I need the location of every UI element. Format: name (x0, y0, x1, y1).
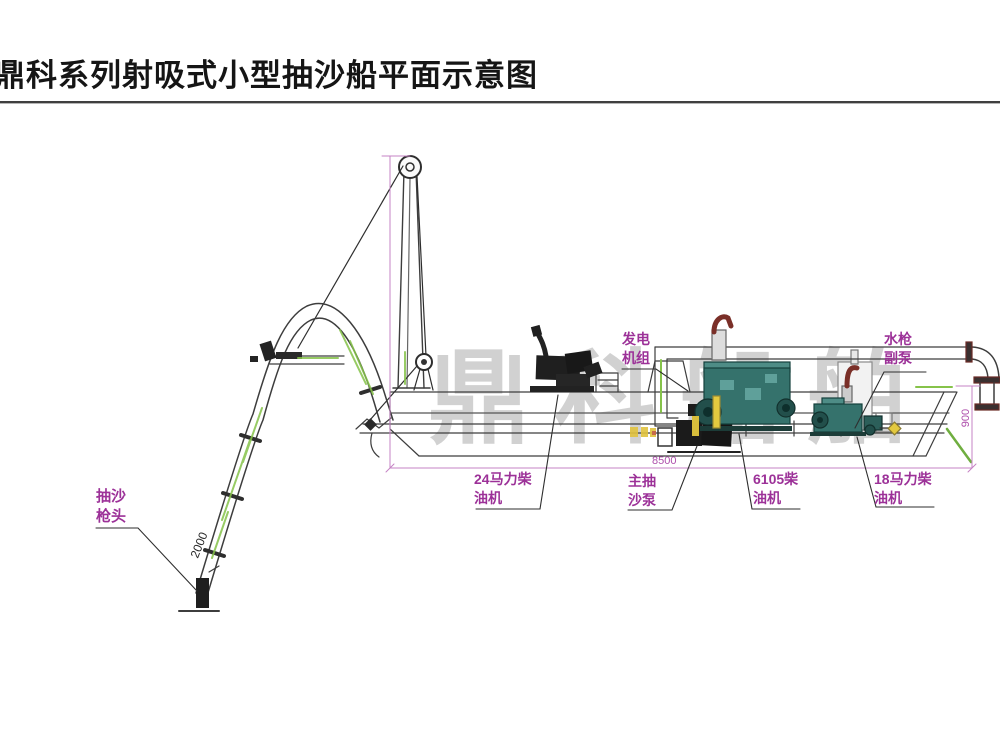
label-main-sand-pump: 主抽 沙泵 (628, 473, 656, 508)
engine-6105 (694, 314, 796, 431)
leader-lines (95, 368, 935, 592)
engine-24hp (530, 324, 603, 392)
label-water-gun-aux-pump: 水枪 副泵 (884, 331, 912, 366)
label-diesel-6105: 6105柴 油机 (753, 471, 799, 506)
suction-boom (178, 302, 406, 612)
mast-derrick (297, 155, 434, 421)
label-suction-gun-head: 抽沙 枪头 (96, 488, 127, 526)
gun-head (178, 565, 220, 612)
water-gun-aux-pump (863, 415, 902, 436)
page-title: 鼎科系列射吸式小型抽沙船平面示意图 (0, 58, 538, 93)
dim-hull-length: 8500 (652, 455, 677, 467)
title-separator (0, 101, 1000, 104)
boom-green-accents (211, 329, 406, 559)
dim-stern-height: 900 (960, 408, 972, 428)
label-diesel-18hp: 18马力柴 油机 (874, 471, 932, 506)
engine-18hp (810, 365, 902, 436)
label-generator-set: 发电 机组 (622, 331, 650, 366)
label-diesel-24hp: 24马力柴 油机 (474, 471, 532, 506)
discharge-pipe (654, 341, 1000, 427)
dimension-lines (381, 155, 981, 473)
color-accents (630, 386, 973, 464)
